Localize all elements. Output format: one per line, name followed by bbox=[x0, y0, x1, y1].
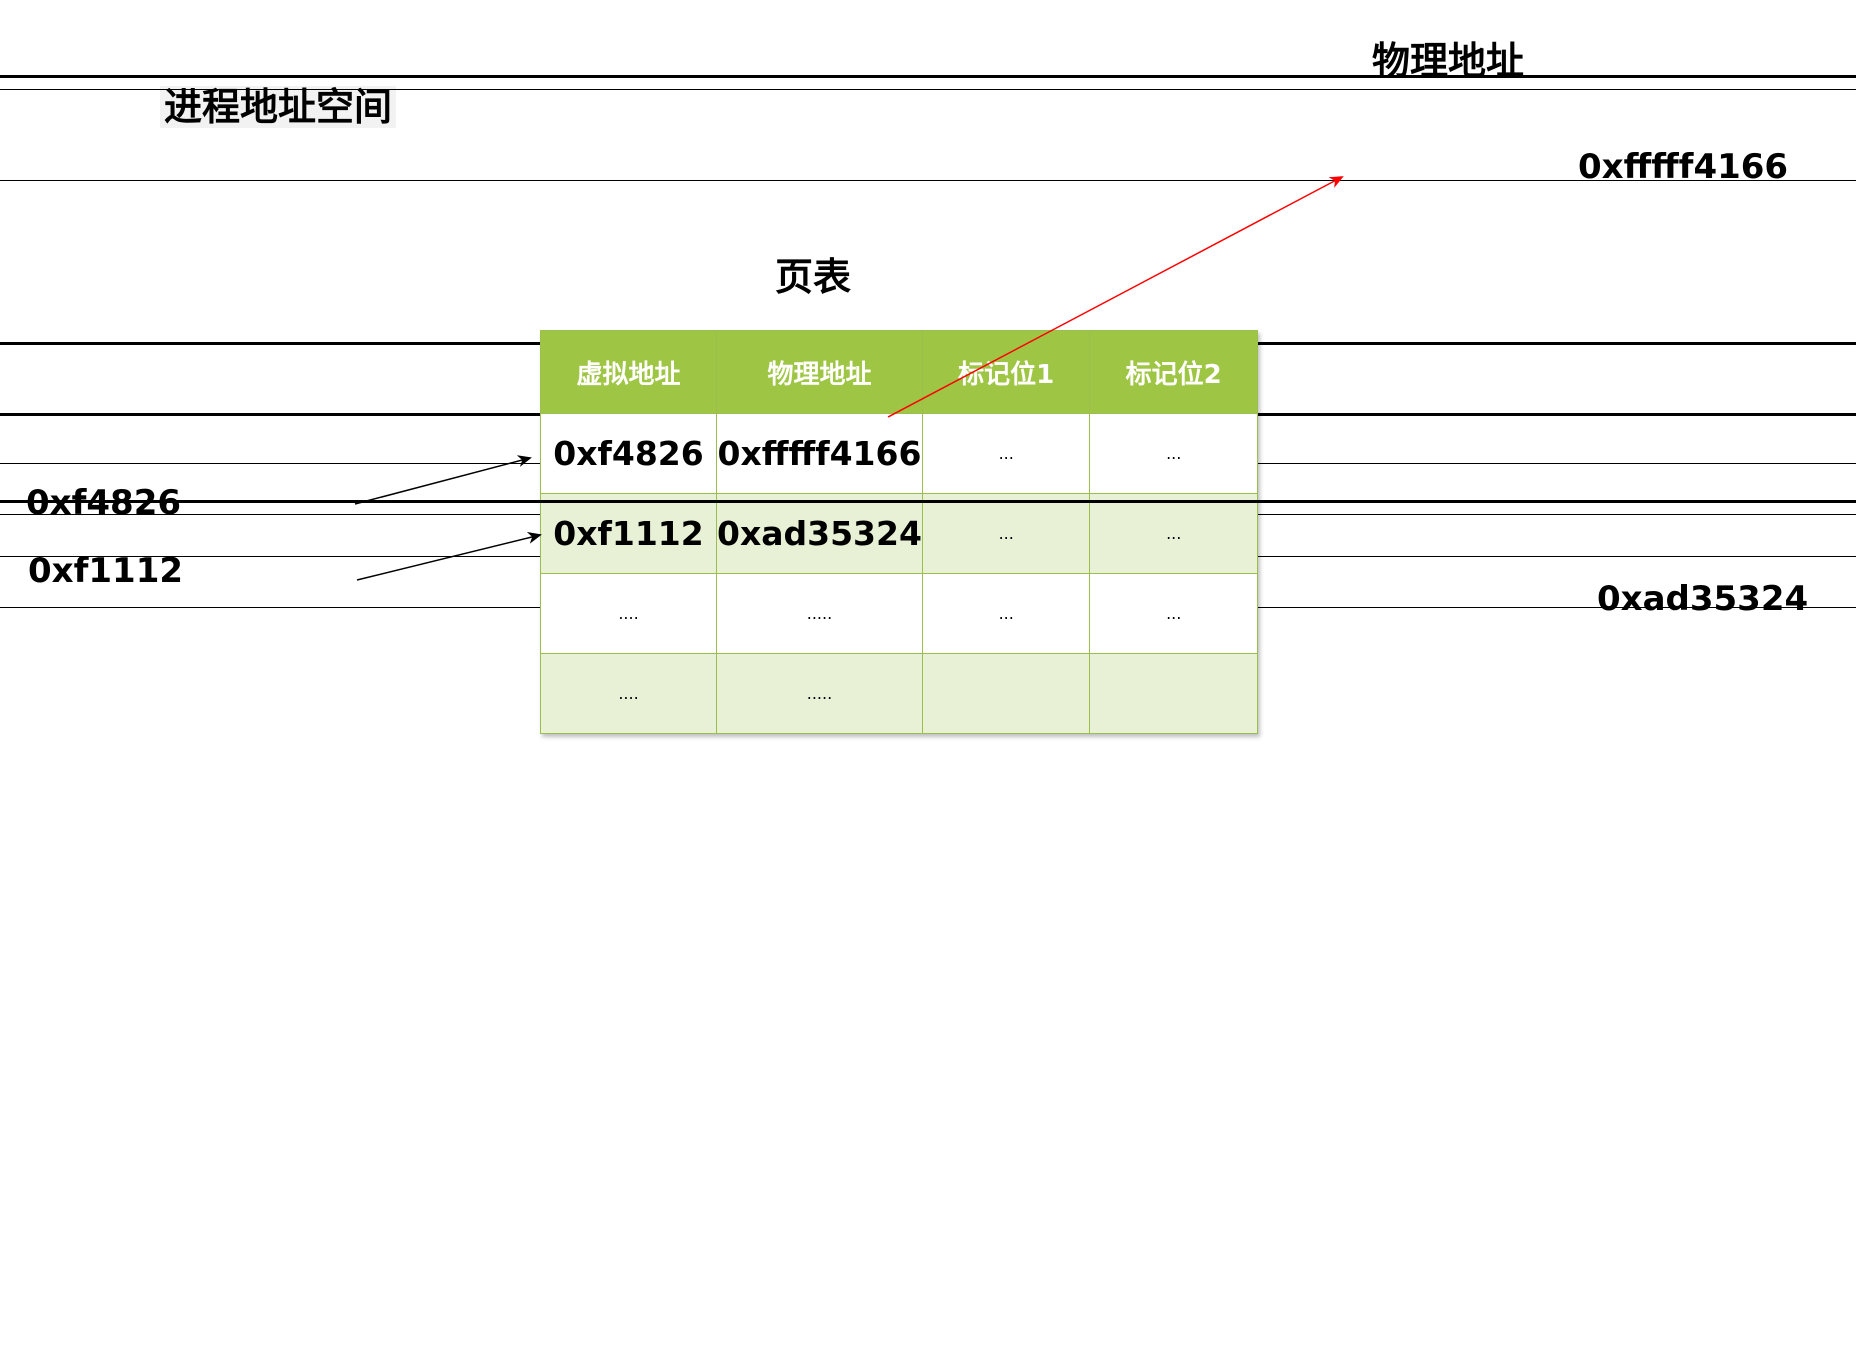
table-cell-flag-2: ... bbox=[1089, 413, 1258, 494]
header-virtual-address: 虚拟地址 bbox=[540, 330, 717, 414]
table-cell-virtual-address: 0xf4826 bbox=[540, 413, 717, 494]
table-cell-flag-1: ... bbox=[921, 493, 1091, 574]
table-cell-virtual-address: 0xf1112 bbox=[540, 493, 717, 574]
table-cell-flag-1: ... bbox=[921, 573, 1091, 654]
physical-address-label-0xad35324: 0xad35324 bbox=[1597, 579, 1809, 619]
table-cell-virtual-address: .... bbox=[540, 653, 717, 734]
table-cell-physical-address: 0xad35324 bbox=[715, 493, 923, 574]
segment-divider bbox=[0, 89, 1856, 90]
page-table-header-row: 虚拟地址 物理地址 标记位1 标记位2 bbox=[540, 330, 1258, 414]
table-cell-flag-2: ... bbox=[1089, 573, 1258, 654]
table-row: 0xf4826 0xfffff4166 ... ... bbox=[540, 413, 1258, 494]
physical-address-title: 物理地址 bbox=[1372, 39, 1525, 83]
table-cell-physical-address: ..... bbox=[715, 573, 923, 654]
physical-marker-line-0xfffff4166 bbox=[0, 75, 1856, 78]
table-cell-physical-address: 0xfffff4166 bbox=[715, 413, 923, 494]
physical-address-label-0xfffff4166: 0xfffff4166 bbox=[1578, 147, 1789, 187]
table-cell-flag-2: ... bbox=[1089, 493, 1258, 574]
header-physical-address: 物理地址 bbox=[715, 330, 923, 414]
table-row: 0xf1112 0xad35324 ... ... bbox=[540, 493, 1258, 574]
page-table-title: 页表 bbox=[775, 255, 852, 299]
physical-marker-line-0xad35324 bbox=[0, 500, 1856, 503]
table-cell-flag-2 bbox=[1089, 653, 1258, 734]
table-row: .... ..... ... ... bbox=[540, 573, 1258, 654]
header-flag-2: 标记位2 bbox=[1089, 330, 1258, 414]
process-address-space-title: 进程地址空间 bbox=[160, 86, 397, 128]
virtual-address-label-0xf4826: 0xf4826 bbox=[26, 483, 182, 523]
header-flag-1: 标记位1 bbox=[921, 330, 1091, 414]
table-cell-flag-1: ... bbox=[921, 413, 1091, 494]
virtual-address-label-0xf1112: 0xf1112 bbox=[28, 551, 184, 591]
table-cell-virtual-address: .... bbox=[540, 573, 717, 654]
page-table: 虚拟地址 物理地址 标记位1 标记位2 0xf4826 0xfffff4166 … bbox=[540, 330, 1258, 734]
physical-memory-column bbox=[0, 75, 1856, 1364]
table-row: .... ..... bbox=[540, 653, 1258, 734]
table-cell-flag-1 bbox=[921, 653, 1091, 734]
table-cell-physical-address: ..... bbox=[715, 653, 923, 734]
